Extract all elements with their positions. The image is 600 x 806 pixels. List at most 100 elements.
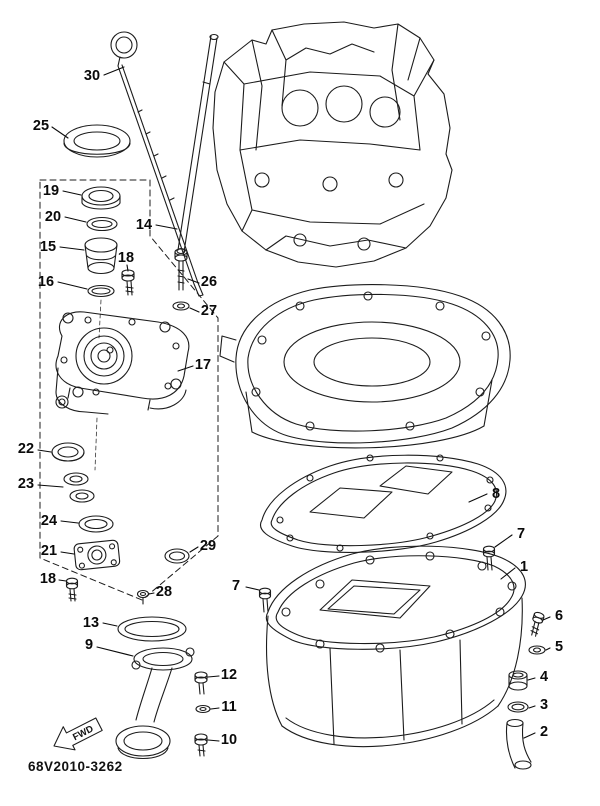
drain-tube-art-2 bbox=[505, 718, 532, 770]
leader-line-5-28 bbox=[545, 647, 551, 651]
callout-30-0: 30 bbox=[84, 68, 100, 84]
leader-line-27-9 bbox=[189, 307, 200, 313]
axis-line-upper bbox=[98, 299, 102, 339]
leader-line-19-2 bbox=[62, 190, 82, 196]
washer-art-11 bbox=[195, 704, 211, 714]
bearing-art-19 bbox=[81, 186, 121, 210]
callout-14-6: 14 bbox=[136, 217, 152, 233]
callout-24-13: 24 bbox=[41, 513, 57, 529]
callout-16-5: 16 bbox=[38, 274, 54, 290]
leader-line-11-21 bbox=[210, 707, 220, 710]
callout-17-10: 17 bbox=[195, 357, 211, 373]
oil-pickup-art-9 bbox=[115, 647, 195, 759]
callout-10-22: 10 bbox=[221, 732, 237, 748]
callout-20-3: 20 bbox=[45, 209, 61, 225]
leader-line-24-13 bbox=[60, 520, 79, 524]
callout-27-9: 27 bbox=[201, 303, 217, 319]
plug-art-4 bbox=[508, 670, 528, 691]
callout-4-29: 4 bbox=[540, 669, 548, 685]
bolt-art-18b bbox=[65, 577, 79, 602]
callout-3-30: 3 bbox=[540, 697, 548, 713]
seal-ring-art-3 bbox=[507, 701, 529, 713]
leader-line-8-23 bbox=[468, 493, 488, 503]
leader-line-14-6 bbox=[155, 224, 178, 230]
bolt-art-26 bbox=[174, 248, 188, 291]
strainer-cup-art-15 bbox=[84, 237, 118, 275]
oring-art-29 bbox=[164, 548, 190, 564]
leader-line-18-15 bbox=[58, 579, 67, 582]
flange-art-21 bbox=[73, 539, 121, 571]
callout-12-20: 12 bbox=[221, 667, 237, 683]
upper-casing-art bbox=[219, 284, 511, 449]
callout-23-12: 23 bbox=[18, 476, 34, 492]
ring-seal-art bbox=[63, 124, 131, 158]
callout-6-27: 6 bbox=[555, 608, 563, 624]
callout-9-19: 9 bbox=[85, 637, 93, 653]
gasket-art-24 bbox=[78, 515, 114, 533]
bolt-art-12 bbox=[194, 671, 208, 695]
callout-7-24: 7 bbox=[517, 526, 525, 542]
callout-1-25: 1 bbox=[520, 559, 528, 575]
bolt-art-18a bbox=[121, 269, 135, 296]
leader-line-23-12 bbox=[37, 484, 64, 488]
leader-line-2-31 bbox=[523, 732, 536, 739]
leader-line-10-22 bbox=[207, 739, 220, 742]
leader-line-18-7 bbox=[126, 264, 129, 272]
callout-11-21: 11 bbox=[221, 699, 236, 715]
callout-2-31: 2 bbox=[540, 724, 548, 740]
oring-art-20 bbox=[86, 216, 118, 232]
callout-26-8: 26 bbox=[201, 274, 217, 290]
callout-15-4: 15 bbox=[40, 239, 56, 255]
callout-13-18: 13 bbox=[83, 615, 99, 631]
callout-7-26: 7 bbox=[232, 578, 240, 594]
leader-line-26-8 bbox=[187, 278, 200, 284]
pan-gasket-art-8 bbox=[260, 454, 507, 553]
callout-5-28: 5 bbox=[555, 639, 563, 655]
leader-line-22-11 bbox=[37, 449, 52, 453]
washers-art-23 bbox=[63, 472, 95, 503]
callout-8-23: 8 bbox=[492, 486, 500, 502]
leader-line-9-19 bbox=[96, 646, 134, 657]
oring-art-16 bbox=[87, 284, 115, 298]
leader-line-28-17 bbox=[148, 592, 155, 595]
callout-18-7: 18 bbox=[118, 250, 134, 266]
dipstick-tube-art bbox=[176, 33, 219, 255]
washer-art-27 bbox=[172, 301, 190, 311]
grommet-art-28 bbox=[136, 589, 150, 605]
leader-line-6-27 bbox=[542, 616, 551, 621]
leader-line-1-25 bbox=[500, 567, 516, 580]
leader-line-17-10 bbox=[177, 365, 194, 372]
oil-pump-art bbox=[55, 311, 190, 415]
diagram-code: 68V2010-3262 bbox=[28, 759, 123, 774]
leader-line-29-16 bbox=[189, 546, 199, 553]
fwd-arrow: FWD bbox=[53, 717, 103, 751]
leader-line-7-26 bbox=[245, 586, 260, 591]
gasket-art-13 bbox=[117, 616, 187, 642]
leader-line-25-1 bbox=[51, 126, 69, 139]
leader-line-7-24 bbox=[494, 534, 513, 548]
leader-line-15-4 bbox=[59, 246, 85, 251]
bolt-art-7a bbox=[482, 545, 496, 571]
leader-line-20-3 bbox=[64, 216, 87, 223]
oil-pan-art-1 bbox=[265, 545, 526, 748]
callout-29-16: 29 bbox=[200, 538, 216, 554]
leader-line-3-30 bbox=[528, 705, 536, 709]
assembly-boundary bbox=[39, 179, 219, 601]
bolt-art-6 bbox=[530, 611, 545, 637]
leader-line-30-0 bbox=[103, 66, 125, 76]
leader-line-13-18 bbox=[102, 622, 118, 627]
callout-21-14: 21 bbox=[41, 543, 57, 559]
bolt-art-10 bbox=[194, 733, 208, 757]
callout-25-1: 25 bbox=[33, 118, 49, 134]
engine-block-art bbox=[212, 21, 453, 268]
leader-line-12-20 bbox=[207, 675, 220, 678]
leader-line-4-29 bbox=[527, 677, 536, 681]
callout-18-15: 18 bbox=[40, 571, 56, 587]
washer-art-5 bbox=[528, 645, 546, 655]
callout-28-17: 28 bbox=[156, 584, 172, 600]
callout-19-2: 19 bbox=[43, 183, 59, 199]
callout-layer: 3025192015161418262717222324211829281391… bbox=[18, 66, 563, 748]
seal-art-22 bbox=[51, 442, 85, 462]
